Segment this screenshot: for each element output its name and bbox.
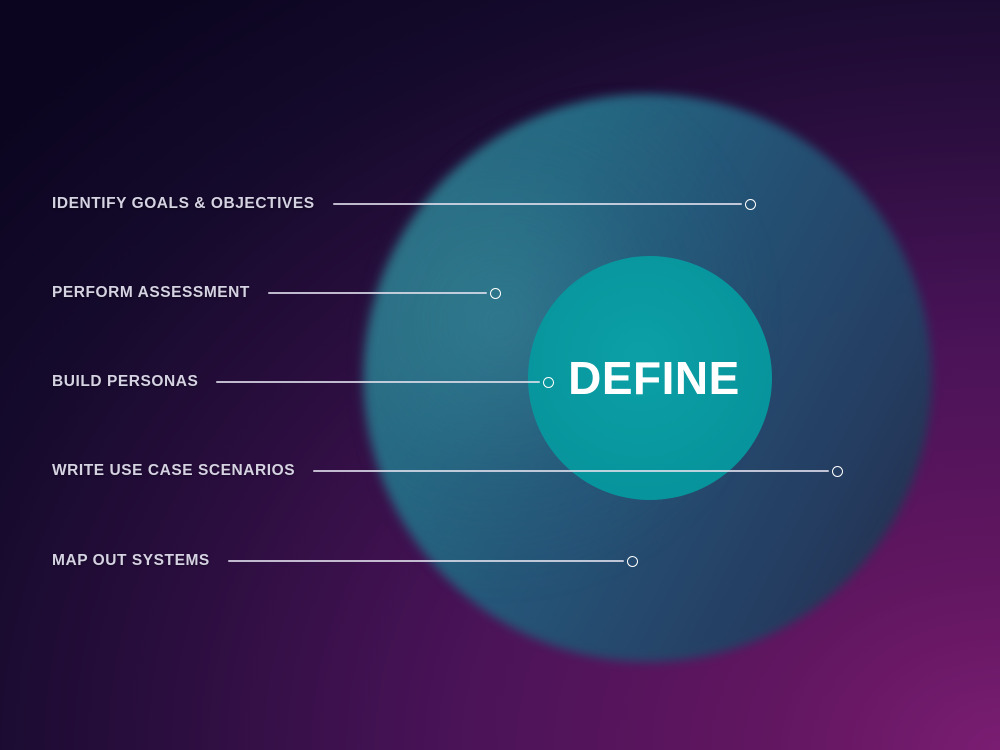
connector-endpoint-dot[interactable] (626, 555, 638, 567)
connector-label: MAP OUT SYSTEMS (52, 552, 210, 569)
connector-line (216, 381, 541, 383)
connector-row[interactable]: PERFORM ASSESSMENT (0, 281, 501, 305)
connector-row[interactable]: MAP OUT SYSTEMS (0, 549, 638, 573)
connector-label: WRITE USE CASE SCENARIOS (52, 462, 296, 479)
connector-endpoint-dot[interactable] (744, 198, 756, 210)
connector-row[interactable]: BUILD PERSONAS (0, 370, 555, 394)
connector-endpoint-dot[interactable] (832, 465, 844, 477)
connector-line (267, 292, 487, 294)
connector-label: IDENTIFY GOALS & OBJECTIVES (52, 195, 315, 212)
connector-line (332, 203, 742, 205)
connector-endpoint-dot[interactable] (489, 287, 501, 299)
connector-row[interactable]: WRITE USE CASE SCENARIOS (0, 459, 844, 483)
connector-line (227, 560, 624, 562)
center-circle (528, 256, 772, 500)
center-label: DEFINE (568, 352, 740, 404)
connector-endpoint-dot[interactable] (543, 376, 555, 388)
connector-line (313, 470, 830, 472)
connector-row[interactable]: IDENTIFY GOALS & OBJECTIVES (0, 192, 756, 216)
connector-label: BUILD PERSONAS (52, 373, 199, 390)
connector-label: PERFORM ASSESSMENT (52, 284, 250, 301)
